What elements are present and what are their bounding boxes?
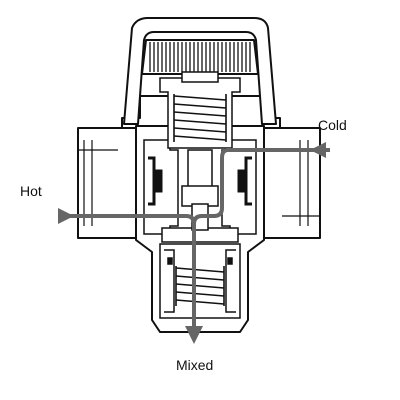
cold-inlet-arrow (310, 142, 326, 158)
mixed-label: Mixed (176, 357, 213, 373)
seat-seals (148, 156, 252, 206)
hot-label: Hot (20, 183, 42, 199)
flow-arrows (58, 142, 326, 344)
mixed-outlet-arrow (185, 326, 203, 344)
adjustment-cap (123, 17, 277, 125)
spindle-housing (159, 71, 241, 149)
knob-knurl (149, 42, 251, 72)
upper-spring (173, 94, 227, 142)
internal-cavities (143, 139, 257, 319)
hot-inlet-arrow (58, 208, 74, 224)
flow-paths (58, 148, 330, 330)
lower-spring (175, 266, 225, 306)
cold-flow-line (192, 148, 330, 225)
cold-label: Cold (318, 117, 347, 133)
lower-bushing (164, 249, 236, 313)
